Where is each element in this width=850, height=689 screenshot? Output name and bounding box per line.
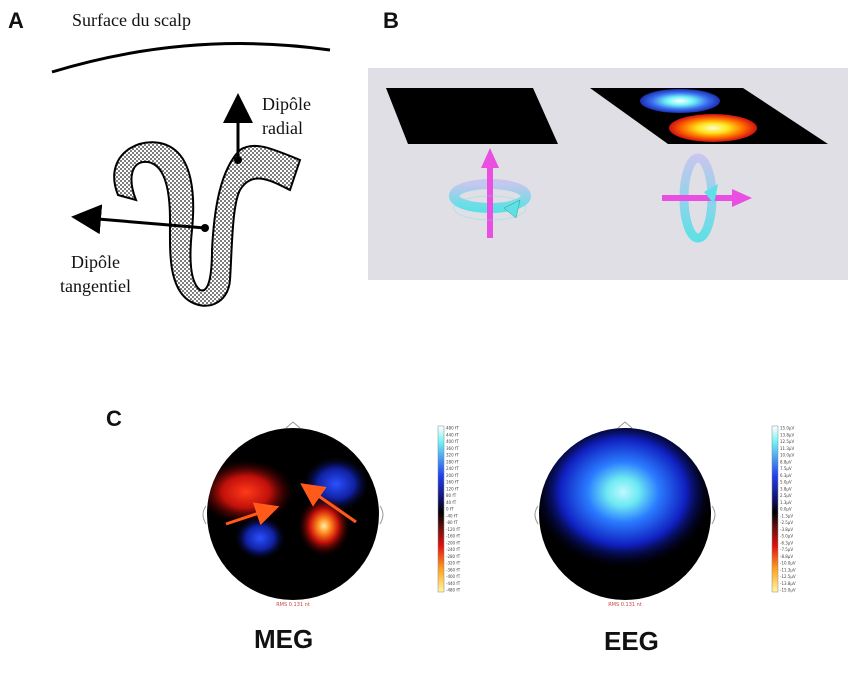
- meg-scale-tick: 320 fT: [446, 453, 459, 458]
- eeg-scale-tick: 8.8µV: [780, 459, 792, 464]
- meg-scale-tick: -160 fT: [446, 534, 461, 539]
- eeg-scale-tick: 6.3µV: [780, 473, 792, 478]
- eeg-scale-tick: -1.3µV: [780, 513, 793, 518]
- eeg-scale-tick: -11.3µV: [780, 567, 796, 572]
- meg-scale-tick: -280 fT: [446, 554, 461, 559]
- meg-scale-tick: 160 fT: [446, 480, 459, 485]
- meg-scale-tick: 200 fT: [446, 473, 459, 478]
- eeg-scale-tick: 2.5µV: [780, 493, 792, 498]
- meg-right-arrow: [300, 483, 357, 524]
- meg-caption: RMS 0.131 nt: [276, 602, 310, 608]
- meg-left-ear: [202, 505, 207, 525]
- eeg-left-ear: [534, 505, 539, 525]
- red-flux-spot: [669, 114, 757, 142]
- meg-scale-tick: -40 fT: [446, 513, 458, 518]
- tangential-dipole-label-line1: Dipôle: [70, 252, 120, 272]
- eeg-scale-tick: -7.5µV: [780, 547, 793, 552]
- eeg-nose: [617, 421, 633, 429]
- eeg-scale-tick: -13.8µV: [780, 581, 796, 586]
- meg-left-arrow: [225, 502, 280, 526]
- eeg-scale-tick: -8.8µV: [780, 554, 793, 559]
- eeg-scale-tick: 13.8µV: [780, 432, 794, 437]
- eeg-scale-tick: -15.0µV: [780, 588, 796, 593]
- meg-scale-tick: 120 fT: [446, 486, 459, 491]
- eeg-scale-tick: 12.5µV: [780, 439, 794, 444]
- meg-scale-tick: 360 fT: [446, 446, 459, 451]
- tangential-dipole-label-line2: tangentiel: [60, 276, 131, 296]
- radial-dipole-label-line1: Dipôle: [262, 94, 311, 114]
- eeg-scale-tick: 3.8µV: [780, 486, 792, 491]
- eeg-scale-tick: -6.3µV: [780, 540, 793, 545]
- panel-c-letter: C: [106, 406, 122, 431]
- meg-scale-tick: -240 fT: [446, 547, 461, 552]
- left-sensor-plane: [386, 88, 558, 144]
- eeg-scale-tick: -5.0µV: [780, 534, 793, 539]
- eeg-scale-tick: 10.0µV: [780, 453, 794, 458]
- blue-flux-spot: [640, 89, 720, 113]
- tangential-dipole-arrow: [71, 204, 206, 235]
- meg-label: MEG: [254, 624, 314, 654]
- panel-b-letter: B: [383, 8, 399, 33]
- eeg-scale-tick: 7.5µV: [780, 466, 792, 471]
- cortex-dipole-diagram: [51, 42, 331, 307]
- meg-right-ear: [379, 505, 384, 525]
- radial-dipole-label: Dipôle radial: [262, 92, 311, 140]
- meg-scale-tick: 80 fT: [446, 493, 457, 498]
- meg-scale-tick: 440 fT: [446, 432, 459, 437]
- panel-a-letter: A: [8, 8, 24, 33]
- right-tangential-dipole: [662, 153, 752, 243]
- left-radial-dipole: [449, 148, 531, 238]
- meg-scale-tick: -400 fT: [446, 574, 461, 579]
- eeg-right-ear: [711, 505, 716, 525]
- eeg-scale-tick: -2.5µV: [780, 520, 793, 525]
- dipole-orientation-illustration: [368, 68, 848, 280]
- eeg-topographic-map: RMS 0.131 nt: [534, 421, 716, 608]
- eeg-scale-tick: 0.0µV: [780, 507, 792, 512]
- meg-nose: [285, 421, 301, 429]
- meg-scale-tick: 280 fT: [446, 459, 459, 464]
- meg-scale-tick: 0 fT: [446, 507, 454, 512]
- eeg-scale-tick: -12.5µV: [780, 574, 796, 579]
- eeg-scale-tick: -3.8µV: [780, 527, 793, 532]
- meg-scale-tick: -80 fT: [446, 520, 458, 525]
- tangential-dipole-label: Dipôle tangentiel: [60, 250, 131, 298]
- eeg-scale-tick: 5.0µV: [780, 480, 792, 485]
- radial-dipole-label-line2: radial: [262, 118, 303, 138]
- eeg-scale-tick: 15.0µV: [780, 426, 794, 431]
- scalp-surface-label: Surface du scalp: [72, 10, 191, 30]
- meg-scale-tick: 480 fT: [446, 426, 459, 431]
- eeg-scale-tick: 1.3µV: [780, 500, 792, 505]
- meg-topographic-map: RMS 0.131 nt: [202, 421, 384, 608]
- meg-scale-tick: 400 fT: [446, 439, 459, 444]
- scalp-curve: [51, 42, 331, 74]
- meg-scale-tick: -200 fT: [446, 540, 461, 545]
- meg-scale-tick: -320 fT: [446, 561, 461, 566]
- eeg-caption: RMS 0.131 nt: [608, 602, 642, 608]
- meg-scale-tick: 40 fT: [446, 500, 457, 505]
- cortical-fold: [113, 141, 302, 307]
- meg-scale-tick: -440 fT: [446, 581, 461, 586]
- tangential-dipole-origin: [201, 224, 209, 232]
- radial-dipole-origin: [234, 156, 242, 164]
- eeg-scale-tick: -10.0µV: [780, 561, 796, 566]
- eeg-scale-tick: 11.3µV: [780, 446, 794, 451]
- meg-scale-tick: 240 fT: [446, 466, 459, 471]
- meg-scale-tick: -480 fT: [446, 588, 461, 593]
- eeg-label: EEG: [604, 626, 659, 656]
- meg-scale-tick: -360 fT: [446, 567, 461, 572]
- meg-scale-tick: -120 fT: [446, 527, 461, 532]
